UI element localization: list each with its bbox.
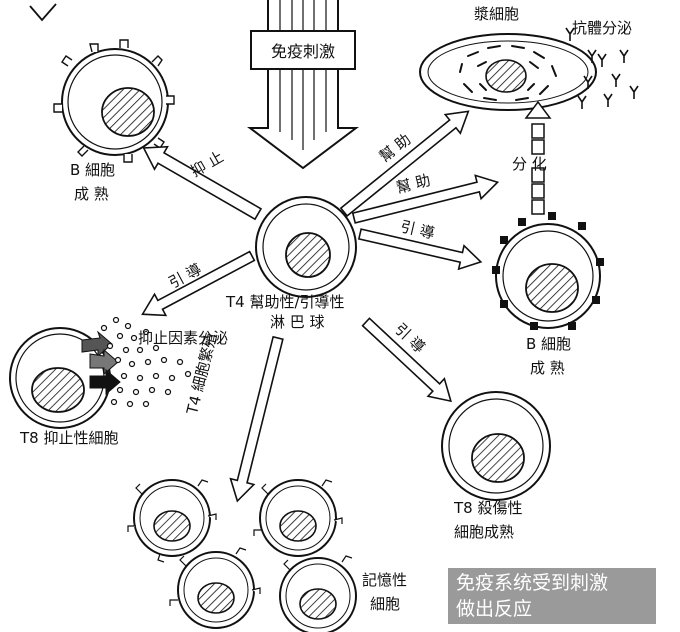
t8-killer-label-2: 細胞成熟 bbox=[454, 523, 515, 541]
b-cell-label-2: B 細胞 bbox=[526, 335, 572, 353]
arrow-help-plasma bbox=[339, 110, 470, 218]
caption-line-2: 做出反应 bbox=[456, 598, 533, 620]
suppressor-factor-dots bbox=[100, 316, 192, 408]
differentiation-arrow bbox=[524, 100, 552, 215]
corner-mark bbox=[29, 3, 57, 22]
t8-killer-label: T8 殺傷性 bbox=[454, 499, 523, 517]
arrow-t4-proliferate bbox=[229, 335, 284, 503]
plasma-cell bbox=[419, 33, 597, 111]
memory-cell bbox=[169, 547, 261, 629]
plasma-cell-label: 漿細胞 bbox=[474, 5, 520, 23]
arrow-induce-t8-suppressor bbox=[141, 250, 256, 317]
caption-line-1: 免疫系统受到刺激 bbox=[456, 572, 609, 594]
b-cell-label-2-mature: 成 熟 bbox=[530, 359, 565, 377]
memory-cell-label-2: 細胞 bbox=[370, 595, 401, 613]
t4-cell-label-2: 淋 巴 球 bbox=[270, 313, 325, 331]
t8-suppressor-cell bbox=[9, 327, 121, 429]
b-cell-immature bbox=[53, 39, 175, 163]
t8-killer-cell bbox=[441, 391, 551, 501]
t4-cell-label: T4 幫助性/引導性 bbox=[226, 293, 345, 311]
antibodies bbox=[565, 27, 639, 109]
arrow-induce-t8-killer bbox=[361, 317, 452, 403]
memory-cell bbox=[279, 555, 357, 632]
b-cell-mature bbox=[492, 212, 604, 330]
stimulus-arrow bbox=[247, 0, 359, 170]
suppressor-factor-label: 抑止因素分泌 bbox=[138, 329, 229, 347]
b-cell-label-1: B 細胞 bbox=[70, 161, 116, 179]
differentiate-label: 分 化 bbox=[512, 155, 547, 173]
antibody-secretion-label: 抗體分泌 bbox=[572, 19, 633, 37]
memory-cell bbox=[253, 479, 343, 557]
immune-stimulus-box: 免疫刺激 bbox=[250, 30, 356, 70]
memory-cells bbox=[127, 479, 357, 632]
arrow-help-b bbox=[351, 174, 500, 224]
memory-cell-label: 記憶性 bbox=[362, 571, 408, 589]
b-cell-label-1-mature: 成 熟 bbox=[74, 185, 109, 203]
arrow-induce-b bbox=[357, 228, 483, 271]
memory-cell bbox=[127, 479, 217, 563]
t4-helper-cell bbox=[255, 196, 357, 298]
arrow-suppress bbox=[142, 145, 263, 221]
caption-box: 免疫系统受到刺激 做出反应 bbox=[448, 568, 656, 624]
t8-suppressor-label: T8 抑止性細胞 bbox=[20, 429, 119, 447]
